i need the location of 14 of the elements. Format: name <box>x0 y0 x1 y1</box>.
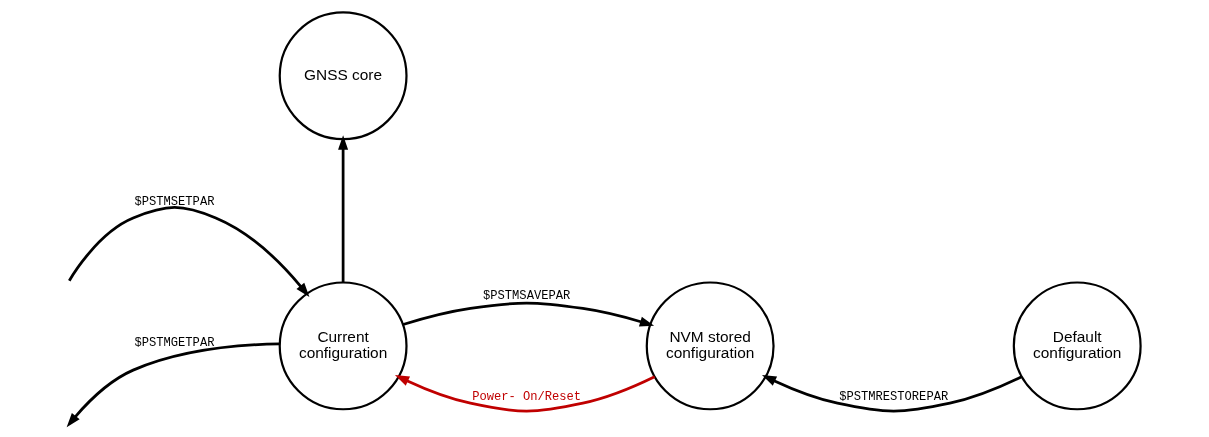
edge-label: $PSTMSETPAR <box>134 194 215 209</box>
arrow <box>68 206 310 298</box>
node-circle: Default configuration <box>1012 281 1142 411</box>
arrow <box>402 301 655 327</box>
arrow <box>394 374 656 413</box>
edge-label: $PSTMRESTOREPAR <box>839 389 949 404</box>
edge-label: Power- On/Reset <box>472 389 582 404</box>
node-circle: NVM stored configuration <box>645 281 775 411</box>
edge-label: $PSTMGETPAR <box>134 335 215 350</box>
edge-label: $PSTMSAVEPAR <box>483 289 571 304</box>
arrow <box>66 342 280 428</box>
arrow <box>761 374 1023 413</box>
arrow <box>338 135 349 283</box>
node-circle: GNSS core <box>278 11 408 141</box>
